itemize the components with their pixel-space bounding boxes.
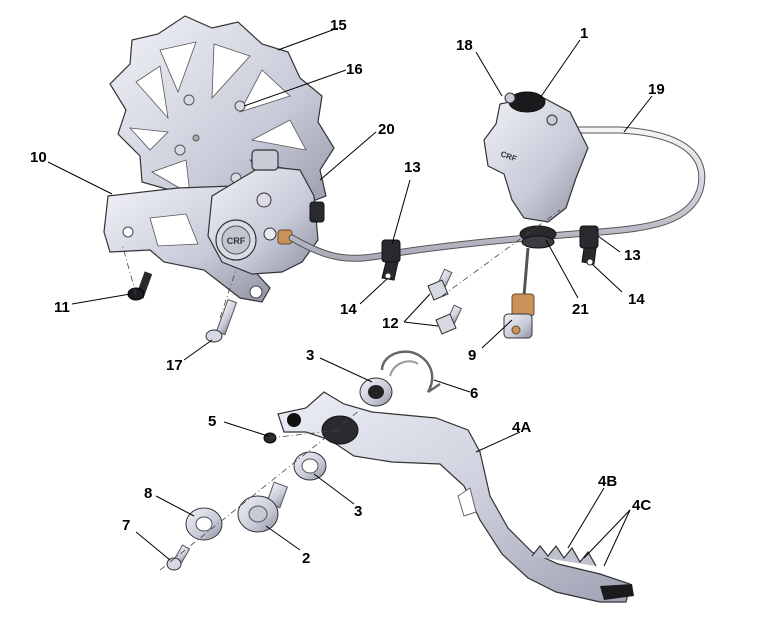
callout-4a: 4A: [512, 419, 531, 436]
brake-caliper: CRF: [207, 149, 325, 275]
callout-9: 9: [468, 347, 476, 364]
callout-18: 18: [456, 37, 473, 54]
callout-3-upper: 3: [306, 347, 314, 364]
callout-5: 5: [208, 413, 216, 430]
callout-19: 19: [648, 81, 665, 98]
pivot-bushing: [237, 481, 288, 533]
spacer-8: [185, 507, 223, 541]
hose-clip-left: [381, 239, 401, 281]
leader-lines: [47, 27, 653, 567]
bolt-12-upper: [427, 268, 453, 301]
callout-12: 12: [382, 315, 399, 332]
callout-20: 20: [378, 121, 395, 138]
washer-lower: [293, 451, 327, 481]
brake-hose: [288, 126, 706, 262]
bolt-7: [166, 544, 191, 571]
bolt-11: [127, 271, 153, 301]
center-lines: [121, 209, 561, 571]
callout-8: 8: [144, 485, 152, 502]
callout-6: 6: [470, 385, 478, 402]
callout-4c: 4C: [632, 497, 651, 514]
return-spring: [380, 350, 441, 394]
callout-3-lower: 3: [354, 503, 362, 520]
bolt-12-lower: [435, 304, 463, 335]
master-cylinder: CRF: [483, 91, 589, 249]
callout-labels: 1 2 3 3 4A 4B 4C 5 6 7 8 9 10 11 12 13 1…: [30, 17, 665, 567]
callout-17: 17: [166, 357, 183, 374]
callout-10: 10: [30, 149, 47, 166]
callout-4b: 4B: [598, 473, 617, 490]
callout-21: 21: [572, 301, 589, 318]
callout-7: 7: [122, 517, 130, 534]
callout-11: 11: [54, 299, 70, 316]
callout-14-right: 14: [628, 291, 645, 308]
callout-13-left: 13: [404, 159, 421, 176]
brake-pedal: [277, 391, 634, 603]
caliper-brand-mark: CRF: [227, 236, 246, 246]
washer-upper: [359, 377, 393, 407]
callout-13-right: 13: [624, 247, 641, 264]
hose-clip-right: [579, 225, 599, 266]
callout-1: 1: [580, 25, 588, 42]
callout-14-left: 14: [340, 301, 357, 318]
callout-16: 16: [346, 61, 363, 78]
pushrod: [503, 247, 535, 339]
callout-2: 2: [302, 550, 310, 567]
bolt-17: [205, 299, 238, 343]
callout-15: 15: [330, 17, 347, 34]
